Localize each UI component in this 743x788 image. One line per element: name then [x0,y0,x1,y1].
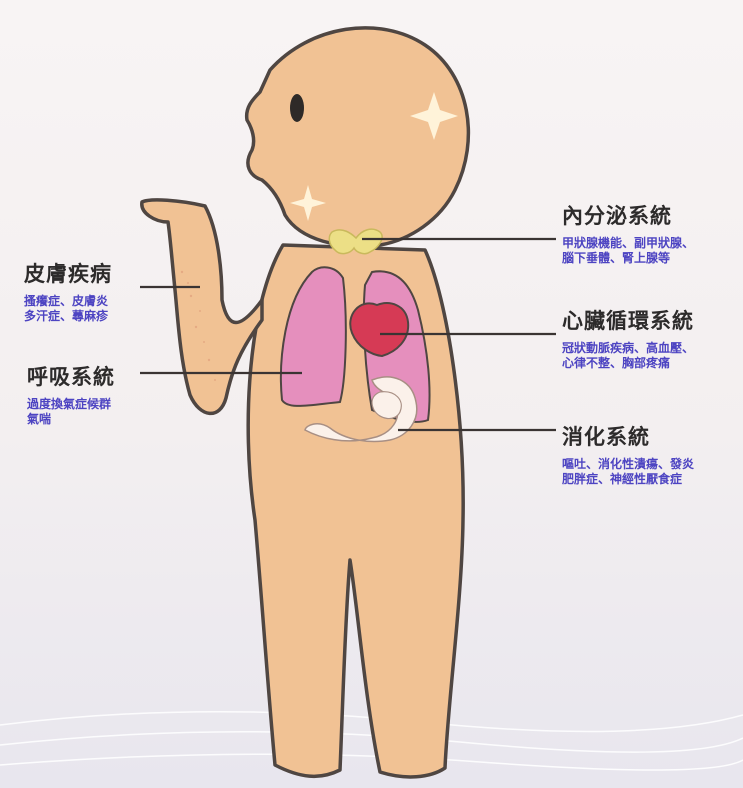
digestive-label: 消化系統 嘔吐、消化性潰瘍、發炎 肥胖症、神經性厭食症 [562,421,694,487]
endocrine-label: 內分泌系統 甲狀腺機能、副甲狀腺、 腦下垂體、腎上腺等 [562,200,694,266]
digestive-desc: 嘔吐、消化性潰瘍、發炎 肥胖症、神經性厭食症 [562,457,694,487]
respiratory-title: 呼吸系統 [27,361,115,391]
respiratory-line-2: 氣喘 [27,412,115,427]
circulatory-line-2: 心律不整、胸部疼痛 [562,356,694,371]
skin-disease-title: 皮膚疾病 [24,258,112,288]
endocrine-line-2: 腦下垂體、腎上腺等 [562,251,694,266]
digestive-line-1: 嘔吐、消化性潰瘍、發炎 [562,457,694,472]
endocrine-desc: 甲狀腺機能、副甲狀腺、 腦下垂體、腎上腺等 [562,236,694,266]
respiratory-line-1: 過度換氣症候群 [27,397,115,412]
circulatory-label: 心臟循環系統 冠狀動脈疾病、高血壓、 心律不整、胸部疼痛 [562,305,694,371]
digestive-line-2: 肥胖症、神經性厭食症 [562,472,694,487]
skin-disease-line-2: 多汗症、蕁麻疹 [24,309,112,324]
eye-icon [290,94,304,122]
digestive-title: 消化系統 [562,421,694,451]
skin-disease-desc: 搔癢症、皮膚炎 多汗症、蕁麻疹 [24,294,112,324]
respiratory-desc: 過度換氣症候群 氣喘 [27,397,115,427]
circulatory-line-1: 冠狀動脈疾病、高血壓、 [562,341,694,356]
endocrine-line-1: 甲狀腺機能、副甲狀腺、 [562,236,694,251]
respiratory-label: 呼吸系統 過度換氣症候群 氣喘 [27,361,115,427]
endocrine-title: 內分泌系統 [562,200,694,230]
circulatory-desc: 冠狀動脈疾病、高血壓、 心律不整、胸部疼痛 [562,341,694,371]
skin-disease-line-1: 搔癢症、皮膚炎 [24,294,112,309]
skin-disease-label: 皮膚疾病 搔癢症、皮膚炎 多汗症、蕁麻疹 [24,258,112,324]
circulatory-title: 心臟循環系統 [562,305,694,335]
